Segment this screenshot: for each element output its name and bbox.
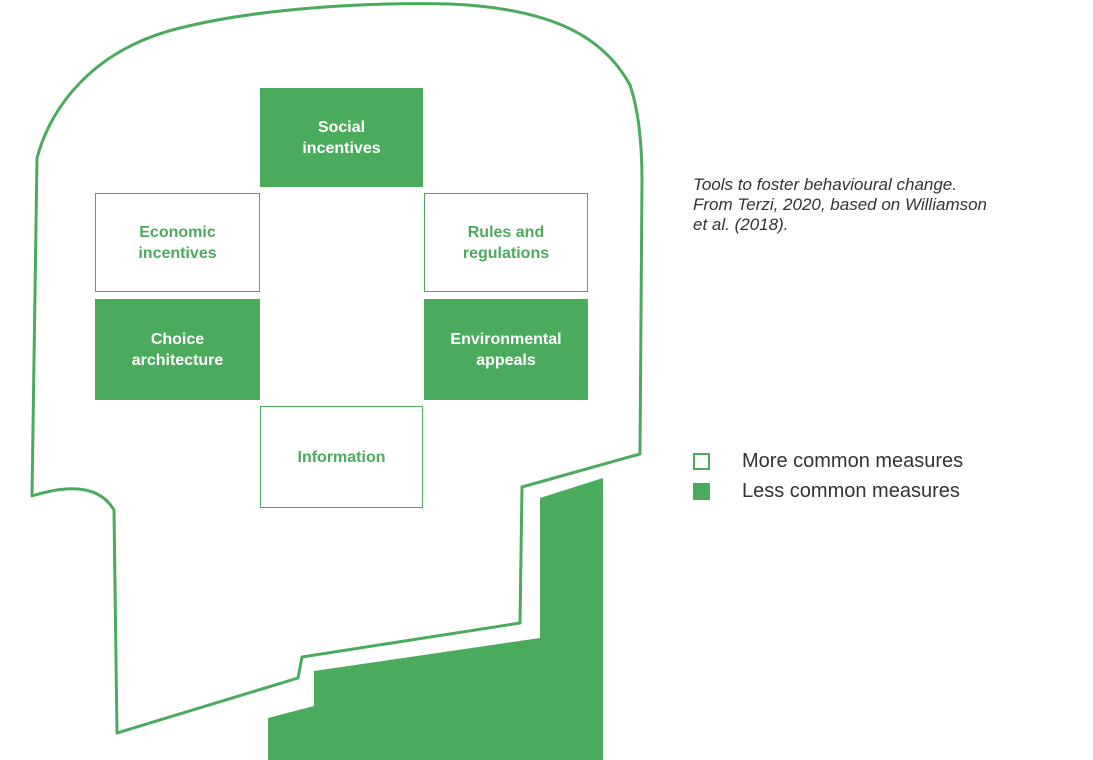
social-incentives-box: Social incentives bbox=[260, 88, 423, 187]
environmental-appeals-box: Environmental appeals bbox=[424, 299, 588, 400]
caption-line-3: et al. (2018). bbox=[693, 215, 789, 234]
environmental-appeals-label: Environmental appeals bbox=[450, 330, 562, 369]
information-label: Information bbox=[297, 448, 386, 466]
neck-block bbox=[268, 478, 603, 760]
head-outline bbox=[30, 2, 644, 735]
caption-line-1: Tools to foster behavioural change. bbox=[693, 175, 957, 194]
legend: More common measures Less common measure… bbox=[693, 446, 963, 506]
legend-label-more-common: More common measures bbox=[742, 449, 964, 472]
choice-architecture-label: Choice architecture bbox=[131, 330, 224, 369]
economic-incentives-box: Economic incentives bbox=[95, 193, 260, 292]
outline-square-icon bbox=[693, 452, 710, 470]
legend-item-less-common: Less common measures bbox=[693, 476, 963, 506]
economic-incentives-label: Economic incentives bbox=[138, 223, 217, 262]
rules-and-regulations-box: Rules and regulations bbox=[424, 193, 588, 292]
legend-item-more-common: More common measures bbox=[693, 446, 963, 476]
information-box: Information bbox=[260, 406, 423, 508]
filled-square-icon bbox=[693, 482, 710, 500]
figure-caption: Tools to foster behavioural change. From… bbox=[693, 175, 1088, 235]
social-incentives-label: Social incentives bbox=[302, 118, 381, 157]
legend-label-less-common: Less common measures bbox=[742, 479, 960, 502]
caption-line-2: From Terzi, 2020, based on Williamson bbox=[693, 195, 988, 214]
choice-architecture-box: Choice architecture bbox=[95, 299, 260, 400]
rules-and-regulations-label: Rules and regulations bbox=[462, 223, 550, 262]
